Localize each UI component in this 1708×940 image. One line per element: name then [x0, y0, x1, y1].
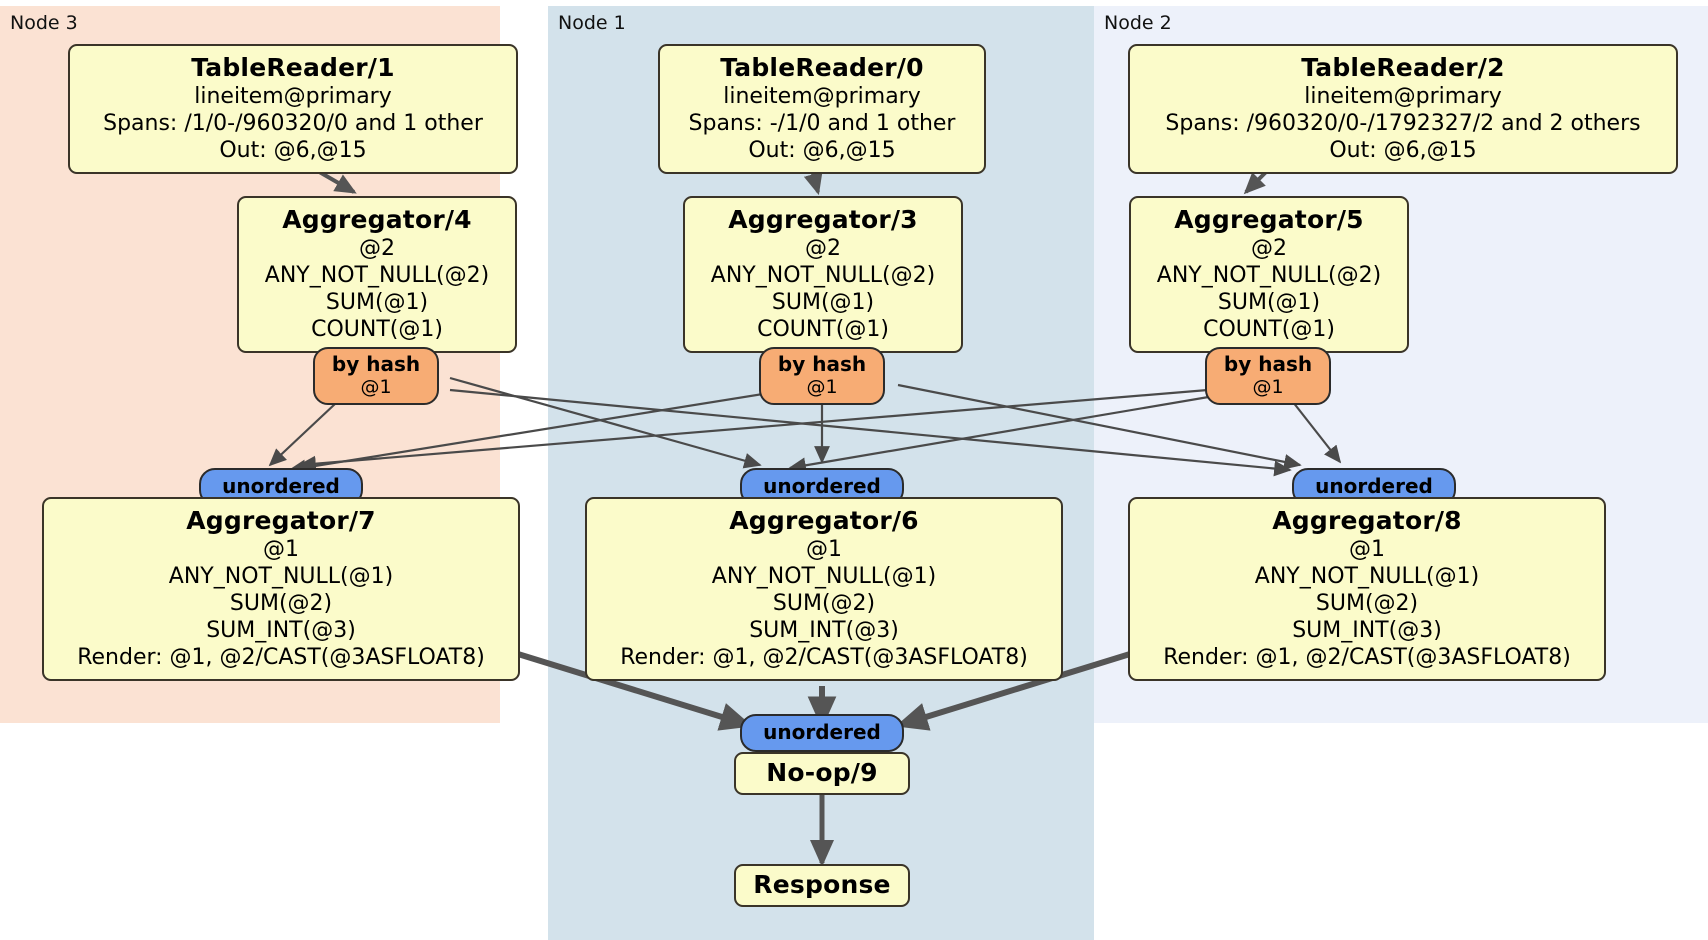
processor-aggregator-7[interactable]: Aggregator/7 @1 ANY_NOT_NULL(@1) SUM(@2)… — [42, 497, 520, 681]
processor-table-reader-2[interactable]: TableReader/2 lineitem@primary Spans: /9… — [1128, 44, 1678, 174]
processor-aggregator-6[interactable]: Aggregator/6 @1 ANY_NOT_NULL(@1) SUM(@2)… — [585, 497, 1063, 681]
processor-line: COUNT(@1) — [1203, 317, 1335, 342]
processor-line: SUM(@1) — [325, 290, 429, 315]
processor-line: Spans: -/1/0 and 1 other — [688, 111, 956, 136]
processor-title: Aggregator/6 — [729, 506, 919, 535]
processor-response[interactable]: Response — [734, 864, 910, 907]
processor-line: ANY_NOT_NULL(@2) — [1156, 263, 1382, 288]
processor-line: SUM_INT(@3) — [749, 618, 899, 643]
processor-line: Out: @6,@15 — [748, 138, 896, 163]
processor-title: Aggregator/8 — [1272, 506, 1462, 535]
processor-table-reader-0[interactable]: TableReader/0 lineitem@primary Spans: -/… — [658, 44, 986, 174]
processor-line: @2 — [1251, 236, 1287, 261]
processor-line: lineitem@primary — [723, 84, 921, 109]
processor-table-reader-1[interactable]: TableReader/1 lineitem@primary Spans: /1… — [68, 44, 518, 174]
processor-line: Spans: /1/0-/960320/0 and 1 other — [103, 111, 483, 136]
receiver-label: unordered — [1315, 474, 1433, 498]
node-panel-node1-label: Node 1 — [558, 12, 626, 34]
processor-line: lineitem@primary — [194, 84, 392, 109]
processor-line: SUM_INT(@3) — [206, 618, 356, 643]
router-by-hash-right[interactable]: by hash @1 — [1205, 347, 1331, 405]
router-label: by hash — [777, 352, 867, 376]
receiver-label: unordered — [763, 720, 881, 744]
processor-line: @1 — [806, 537, 842, 562]
processor-title: TableReader/2 — [1301, 53, 1505, 82]
processor-line: SUM_INT(@3) — [1292, 618, 1442, 643]
router-sublabel: @1 — [806, 376, 838, 398]
router-by-hash-center[interactable]: by hash @1 — [759, 347, 885, 405]
processor-title: TableReader/0 — [720, 53, 924, 82]
processor-line: SUM(@1) — [771, 290, 875, 315]
processor-line: @1 — [1349, 537, 1385, 562]
processor-line: Render: @1, @2/CAST(@3ASFLOAT8) — [620, 645, 1028, 670]
processor-line: @2 — [805, 236, 841, 261]
processor-noop-9[interactable]: No-op/9 — [734, 752, 910, 795]
processor-line: ANY_NOT_NULL(@2) — [264, 263, 490, 288]
router-sublabel: @1 — [360, 376, 392, 398]
processor-line: ANY_NOT_NULL(@1) — [711, 564, 937, 589]
processor-title: Response — [753, 870, 891, 899]
processor-aggregator-4[interactable]: Aggregator/4 @2 ANY_NOT_NULL(@2) SUM(@1)… — [237, 196, 517, 353]
processor-aggregator-8[interactable]: Aggregator/8 @1 ANY_NOT_NULL(@1) SUM(@2)… — [1128, 497, 1606, 681]
processor-line: ANY_NOT_NULL(@1) — [1254, 564, 1480, 589]
processor-line: lineitem@primary — [1304, 84, 1502, 109]
processor-line: Out: @6,@15 — [219, 138, 367, 163]
router-label: by hash — [331, 352, 421, 376]
processor-line: COUNT(@1) — [757, 317, 889, 342]
processor-line: @2 — [359, 236, 395, 261]
processor-line: Out: @6,@15 — [1329, 138, 1477, 163]
processor-line: Render: @1, @2/CAST(@3ASFLOAT8) — [77, 645, 485, 670]
processor-title: TableReader/1 — [191, 53, 395, 82]
receiver-label: unordered — [222, 474, 340, 498]
node-panel-node2-label: Node 2 — [1104, 12, 1172, 34]
processor-line: COUNT(@1) — [311, 317, 443, 342]
processor-line: @1 — [263, 537, 299, 562]
router-sublabel: @1 — [1252, 376, 1284, 398]
processor-aggregator-5[interactable]: Aggregator/5 @2 ANY_NOT_NULL(@2) SUM(@1)… — [1129, 196, 1409, 353]
router-label: by hash — [1223, 352, 1313, 376]
processor-title: No-op/9 — [766, 758, 878, 787]
processor-line: Render: @1, @2/CAST(@3ASFLOAT8) — [1163, 645, 1571, 670]
processor-line: SUM(@2) — [1315, 591, 1419, 616]
receiver-label: unordered — [763, 474, 881, 498]
processor-line: ANY_NOT_NULL(@1) — [168, 564, 394, 589]
processor-line: Spans: /960320/0-/1792327/2 and 2 others — [1165, 111, 1641, 136]
router-by-hash-left[interactable]: by hash @1 — [313, 347, 439, 405]
receiver-unordered-final[interactable]: unordered — [740, 714, 904, 752]
processor-title: Aggregator/4 — [282, 205, 472, 234]
processor-line: ANY_NOT_NULL(@2) — [710, 263, 936, 288]
processor-line: SUM(@2) — [229, 591, 333, 616]
node-panel-node3-label: Node 3 — [10, 12, 78, 34]
processor-title: Aggregator/5 — [1174, 205, 1364, 234]
processor-line: SUM(@2) — [772, 591, 876, 616]
processor-aggregator-3[interactable]: Aggregator/3 @2 ANY_NOT_NULL(@2) SUM(@1)… — [683, 196, 963, 353]
processor-line: SUM(@1) — [1217, 290, 1321, 315]
processor-title: Aggregator/7 — [186, 506, 376, 535]
processor-title: Aggregator/3 — [728, 205, 918, 234]
